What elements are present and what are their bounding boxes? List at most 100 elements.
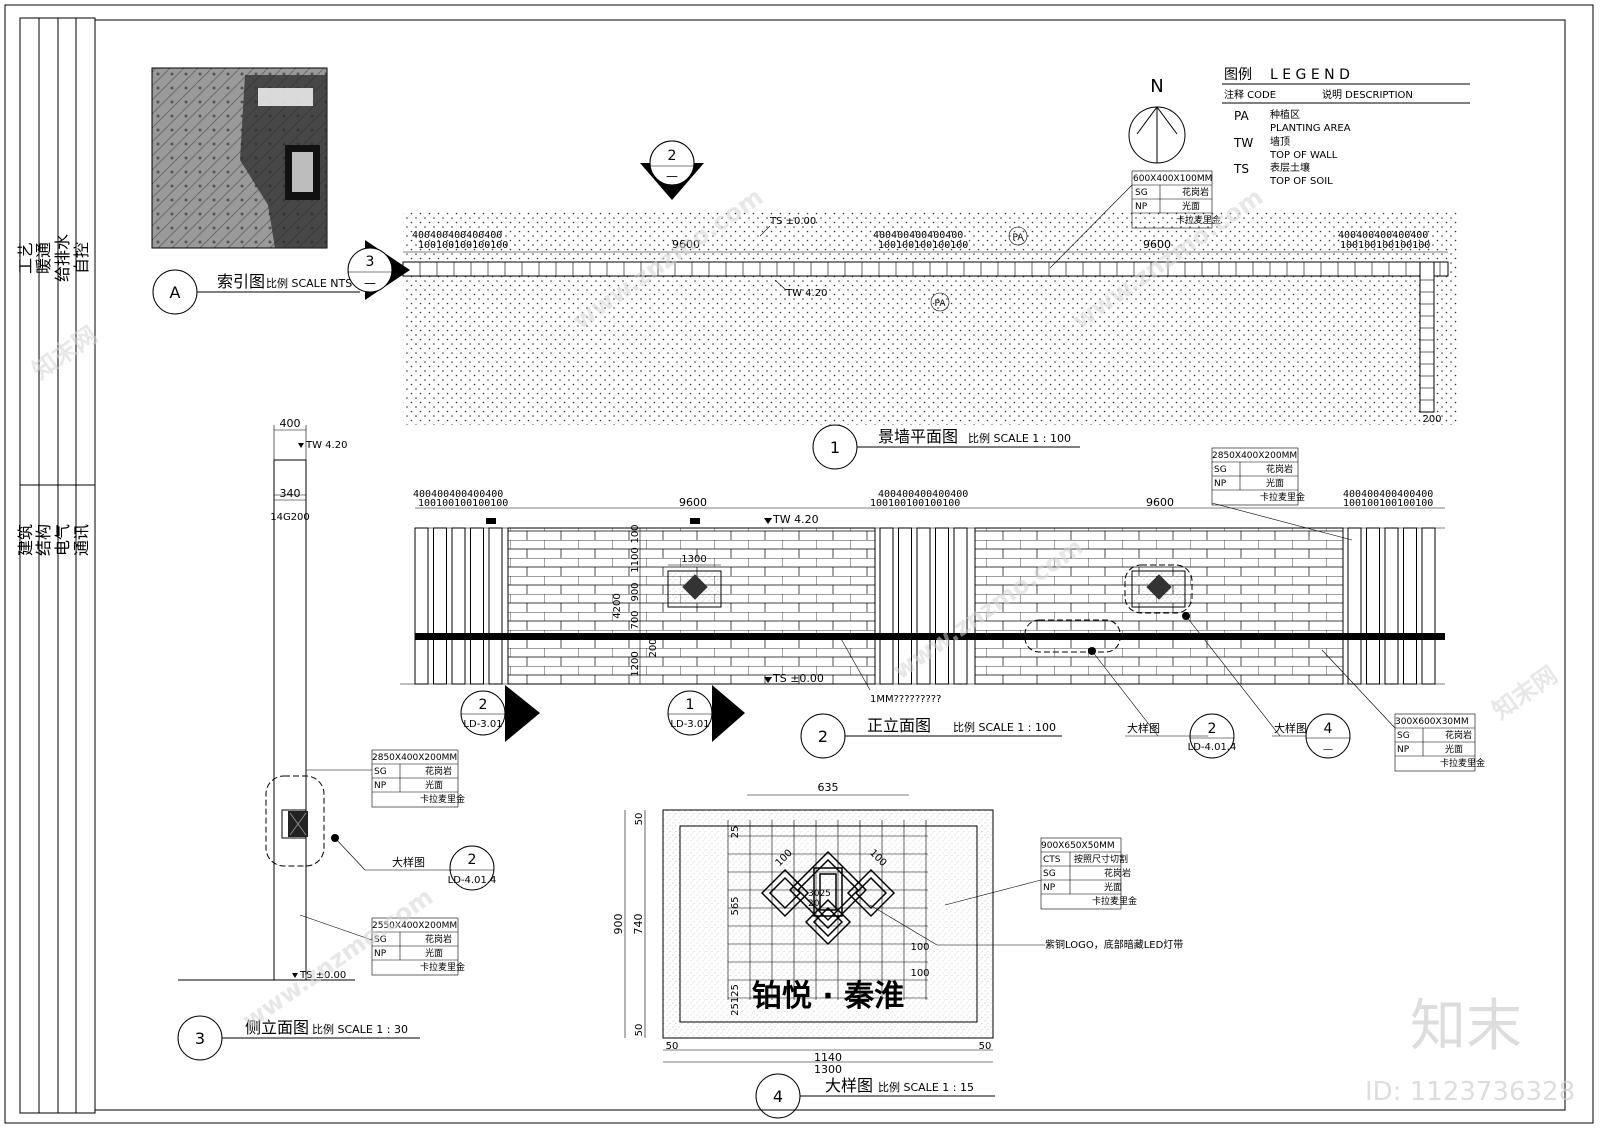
planting-area-hatch xyxy=(403,210,1458,425)
svg-text:2: 2 xyxy=(1208,721,1217,737)
index-map: A 索引图 比例 SCALE NTS xyxy=(151,67,360,315)
svg-text:4: 4 xyxy=(1324,721,1333,737)
front-pier xyxy=(1403,527,1417,685)
watermark-brand: 知末 xyxy=(1410,994,1522,1059)
front-pier xyxy=(1421,527,1436,685)
legend-en-ts: TOP OF SOIL xyxy=(1269,176,1333,187)
detail-scale: 比例 SCALE 1 : 15 xyxy=(878,1080,974,1094)
svg-text:NP: NP xyxy=(1135,202,1148,212)
svg-text:卡拉麦里金: 卡拉麦里金 xyxy=(1176,214,1221,226)
front-pier xyxy=(433,527,447,685)
svg-text:NP: NP xyxy=(1397,745,1410,755)
detail-dim-635: 635 xyxy=(818,781,839,794)
title-block: 暖通 给排水 工艺 自控 建筑 结构 电气 通讯 xyxy=(16,17,96,1114)
svg-text:光面: 光面 xyxy=(1445,743,1463,755)
svg-text:光面: 光面 xyxy=(1104,881,1122,893)
front-scale: 比例 SCALE 1 : 100 xyxy=(953,720,1056,734)
svg-text:花岗岩: 花岗岩 xyxy=(1266,463,1293,475)
plan-dim-main-right: 9600 xyxy=(1143,238,1171,251)
plan-pa-tag-2: PA xyxy=(934,299,946,309)
svg-text:2: 2 xyxy=(818,727,828,746)
svg-text:SG: SG xyxy=(1135,188,1148,198)
plan-dim-gap-mid: 100100100100100 xyxy=(878,240,968,251)
svg-text:900X650X50MM: 900X650X50MM xyxy=(1041,841,1115,851)
detail-callout: 900X650X50MM CTS 按照尺寸切割 SG 花岗岩 NP 光面 卡拉麦… xyxy=(944,837,1137,910)
front-callout-top: 2850X400X200MM SG 花岗岩 NP 光面 卡拉麦里金 xyxy=(1211,447,1353,541)
svg-text:—: — xyxy=(666,169,678,183)
detail-copper-logo xyxy=(760,850,896,946)
logo-detail: 铂悦 · 秦淮 635 1300 1140 50 50 900 50 740 5… xyxy=(612,781,1183,1119)
svg-text:光面: 光面 xyxy=(1266,477,1284,489)
side-dim-340: 340 xyxy=(280,487,301,500)
legend: 图例 L E G E N D 注释 CODE 说明 DESCRIPTION PA… xyxy=(1222,67,1470,187)
legend-cn-ts: 表层土壤 xyxy=(1270,161,1310,174)
front-detail-a-ref: LD-4.01.4 xyxy=(1188,742,1237,753)
plan-section-marker-2: 2 — xyxy=(640,140,704,200)
side-ts-label: TS ±0.00 xyxy=(299,970,346,981)
legend-title-cn: 图例 xyxy=(1224,67,1252,83)
svg-text:CTS: CTS xyxy=(1043,855,1061,865)
front-section-marker-b: 1 LD-3.01 xyxy=(667,685,745,742)
side-wall-body xyxy=(273,459,307,981)
detail-dim-900: 900 xyxy=(612,914,625,935)
side-detail-ref: 大样图 2 LD-4.01.4 xyxy=(334,837,496,891)
front-dim-main-left: 9600 xyxy=(679,496,707,509)
front-vdim-4200: 4200 xyxy=(612,593,623,618)
svg-text:LD-3.01: LD-3.01 xyxy=(670,719,709,730)
plan-dim-gap-left: 100100100100100 xyxy=(418,240,508,251)
svg-text:NP: NP xyxy=(1043,883,1056,893)
watermark-id: ID: 1123736328 xyxy=(1365,1077,1575,1107)
svg-text:卡拉麦里金: 卡拉麦里金 xyxy=(1440,757,1485,769)
svg-text:3: 3 xyxy=(195,1029,205,1048)
svg-text:LD-3.01: LD-3.01 xyxy=(463,719,502,730)
svg-text:2550X400X200MM: 2550X400X200MM xyxy=(372,921,457,931)
legend-code-tw: TW xyxy=(1233,136,1253,150)
plan-side-dim: 200 xyxy=(1422,414,1441,425)
front-pier xyxy=(1366,527,1380,685)
svg-text:1: 1 xyxy=(830,438,840,457)
svg-text:600X400X100MM: 600X400X100MM xyxy=(1133,174,1212,184)
front-pier xyxy=(414,527,429,685)
front-dim-gap-left: 100100100100100 xyxy=(418,498,508,509)
title-block-structure: 结构 xyxy=(34,524,53,556)
svg-text:按照尺寸切割: 按照尺寸切割 xyxy=(1074,853,1128,865)
north-label: N xyxy=(1150,76,1163,97)
title-block-hvac: 暖通 xyxy=(34,242,53,274)
front-pier xyxy=(451,527,466,685)
svg-text:SG: SG xyxy=(374,767,387,777)
front-pier xyxy=(953,527,968,685)
svg-text:SG: SG xyxy=(1397,731,1410,741)
svg-text:2850X400X200MM: 2850X400X200MM xyxy=(372,753,457,763)
side-title: 侧立面图 xyxy=(245,1018,309,1037)
front-vdim-1200: 1200 xyxy=(630,651,641,676)
legend-en-pa: PLANTING AREA xyxy=(1270,123,1351,134)
svg-text:光面: 光面 xyxy=(425,779,443,791)
svg-text:卡拉麦里金: 卡拉麦里金 xyxy=(1092,895,1137,907)
plan-title: 景墙平面图 xyxy=(878,427,958,446)
side-callout-top: 2850X400X200MM SG 花岗岩 NP 光面 卡拉麦里金 xyxy=(306,749,465,808)
svg-text:大样图: 大样图 xyxy=(392,855,425,869)
front-vdim-900: 900 xyxy=(630,582,641,601)
legend-code-header: 注释 CODE xyxy=(1224,88,1276,101)
svg-text:2: 2 xyxy=(668,148,677,164)
front-tw-label: TW 4.20 xyxy=(772,513,819,526)
front-vdim-200: 200 xyxy=(648,638,659,657)
detail-dim-v50-bottom: 50 xyxy=(634,1024,645,1037)
title-block-architecture: 建筑 xyxy=(16,524,35,556)
front-dim-gap-mid: 100100100100100 xyxy=(870,498,960,509)
watermark-url-4: www.znzmo.com xyxy=(237,883,438,1035)
detail-dim-25-top: 25 xyxy=(730,826,741,839)
front-pier xyxy=(488,527,503,685)
side-tw-label: TW 4.20 xyxy=(305,440,347,451)
svg-text:A: A xyxy=(170,283,181,302)
svg-text:NP: NP xyxy=(374,949,387,959)
svg-text:NP: NP xyxy=(1214,479,1227,489)
detail-dim-25125: 25125 xyxy=(730,984,741,1016)
plan-scale: 比例 SCALE 1 : 100 xyxy=(968,431,1071,445)
plan-dim-pier-mid: 400400400400400 xyxy=(873,230,963,241)
svg-text:花岗岩: 花岗岩 xyxy=(425,933,452,945)
title-block-electrical: 电气 xyxy=(53,524,72,556)
svg-text:2850X400X200MM: 2850X400X200MM xyxy=(1212,451,1297,461)
detail-dim-100-c: 100 xyxy=(910,968,929,979)
